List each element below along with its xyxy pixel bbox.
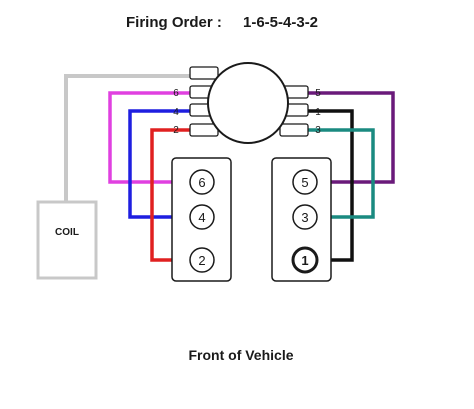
cylinder-3 — [292, 204, 318, 230]
coil-wire — [64, 74, 198, 205]
firing-order-value: 1-6-5-4-3-2 — [243, 14, 318, 31]
coil-box — [36, 200, 98, 280]
wire-cyl-1 — [300, 109, 354, 262]
wire-cyl-2 — [150, 128, 190, 262]
wire-cyl-4 — [128, 109, 190, 219]
distributor-terminal-label: 3 — [315, 125, 321, 136]
cylinder-5-label: 5 — [301, 175, 308, 190]
front-of-vehicle-label: Front of Vehicle — [188, 347, 293, 363]
distributor-terminal-label: 6 — [173, 88, 179, 99]
distributor-terminal-label: 2 — [173, 125, 179, 136]
wire-cyl-3 — [300, 128, 375, 219]
cylinder-3-label: 3 — [301, 210, 308, 225]
cylinder-2-label: 2 — [198, 253, 205, 268]
wire-cyl-5 — [300, 91, 395, 184]
wire-cyl-6 — [108, 91, 190, 184]
distributor-terminal-label: 4 — [173, 107, 179, 118]
cylinder-4 — [189, 204, 215, 230]
cylinder-4-label: 4 — [198, 210, 205, 225]
firing-order-label: Firing Order : — [126, 14, 222, 31]
cylinder-6 — [189, 169, 215, 195]
cylinder-5 — [292, 169, 318, 195]
distributor-terminal-label: 5 — [315, 88, 321, 99]
cylinder-2 — [189, 247, 215, 273]
coil-label: COIL — [55, 227, 79, 238]
cylinder-1-label: 1 — [301, 253, 308, 268]
distributor-cap — [207, 62, 289, 144]
distributor-terminal-label: 1 — [315, 107, 321, 118]
cylinder-1 — [291, 246, 319, 274]
cylinder-6-label: 6 — [198, 175, 205, 190]
